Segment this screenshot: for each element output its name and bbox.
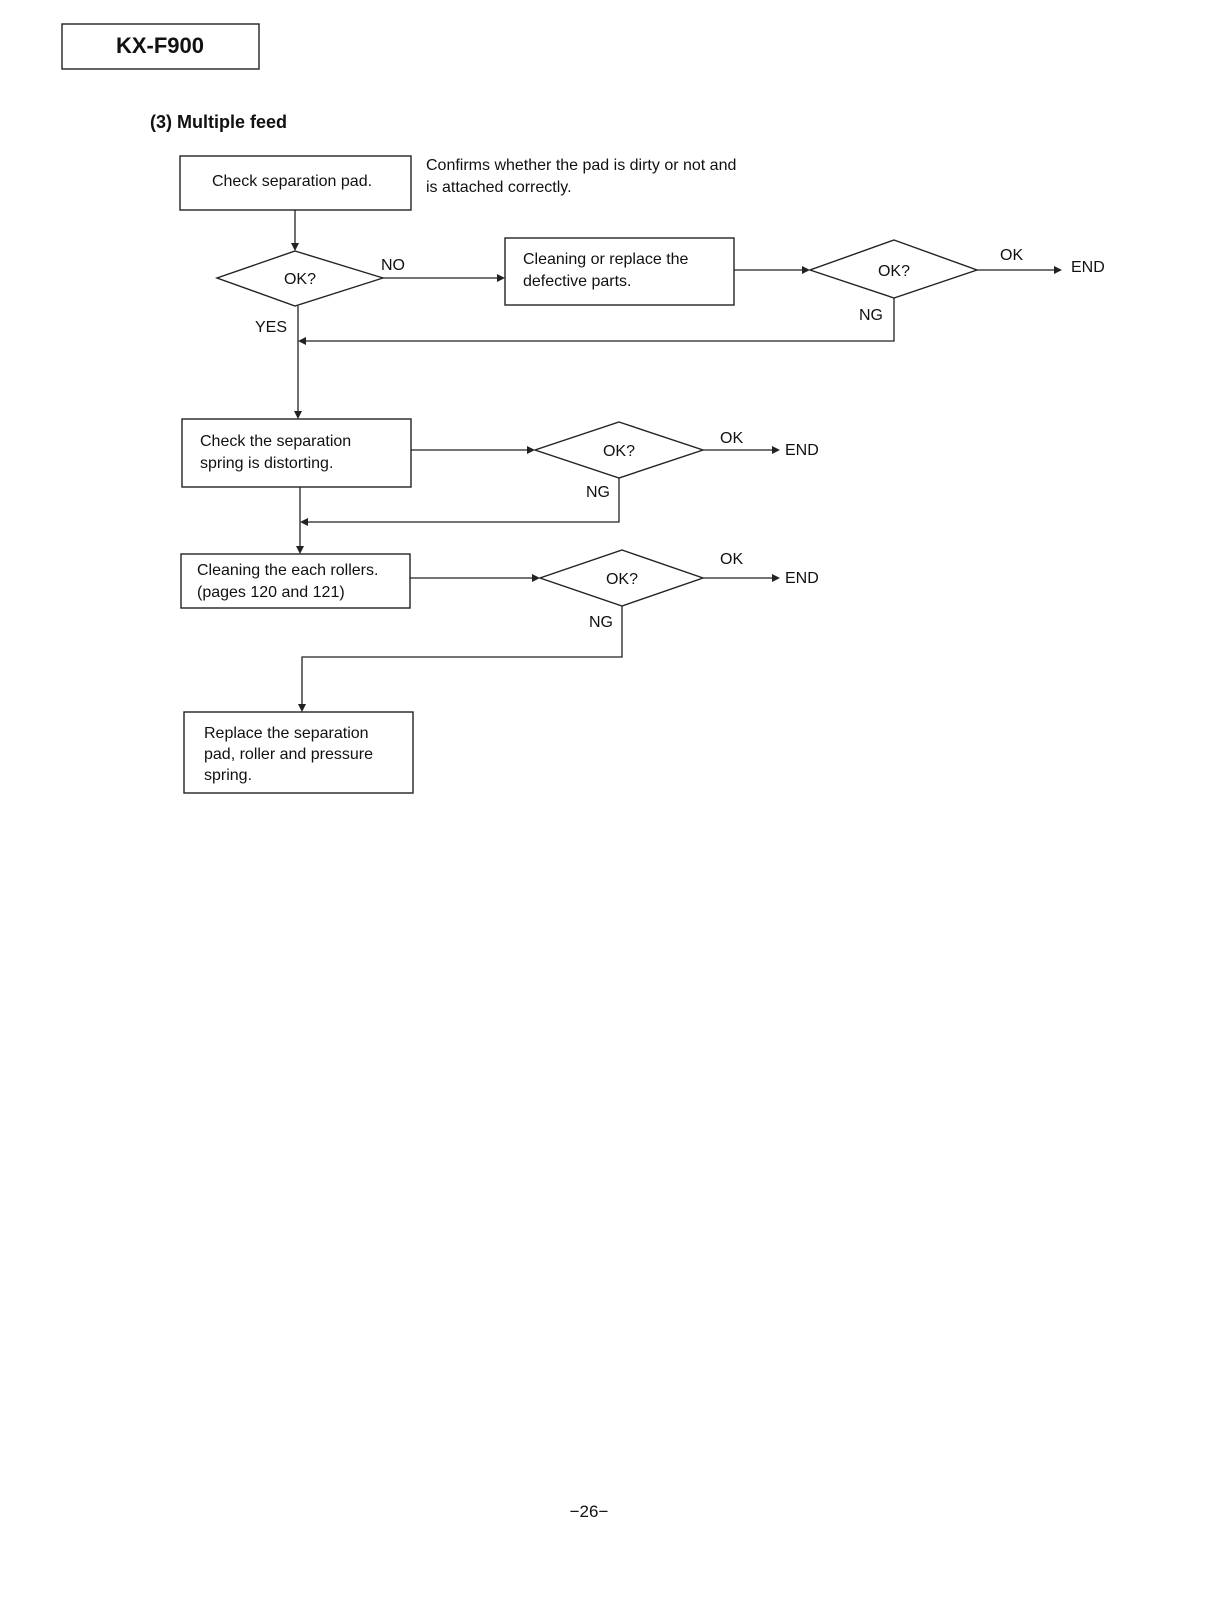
check-spring-line-1: Check the separation xyxy=(200,433,351,450)
decision-3-label: OK? xyxy=(603,443,635,460)
arrowhead xyxy=(532,574,540,582)
cleaning-replace-line-1: Cleaning or replace the xyxy=(523,251,689,268)
decision-1-diamond xyxy=(214,250,386,307)
model-box xyxy=(61,23,260,70)
arrowhead xyxy=(1054,266,1062,274)
replace-line-3: spring. xyxy=(204,767,252,784)
ng-label-1: NG xyxy=(859,307,883,324)
model-label: KX-F900 xyxy=(116,33,204,58)
cleaning-replace-line-2: defective parts. xyxy=(523,273,632,290)
arrowhead xyxy=(772,446,780,454)
ng-label-2: NG xyxy=(586,484,610,501)
end-label-2: END xyxy=(785,442,819,459)
arrowhead xyxy=(298,704,306,712)
arrowhead xyxy=(497,274,505,282)
no-label: NO xyxy=(381,257,405,274)
check-spring-box xyxy=(181,418,412,488)
page-number: −26− xyxy=(570,1502,609,1521)
arrowhead xyxy=(527,446,535,454)
check-pad-box xyxy=(179,155,412,211)
cleaning-rollers-box xyxy=(180,553,411,609)
end-label-1: END xyxy=(1071,259,1105,276)
ok-label-2: OK xyxy=(720,430,743,447)
check-spring-line-2: spring is distorting. xyxy=(200,455,333,472)
arrowhead xyxy=(772,574,780,582)
connector xyxy=(301,606,623,704)
replace-line-2: pad, roller and pressure xyxy=(204,746,373,763)
section-title: (3) Multiple feed xyxy=(150,112,287,132)
ng-label-3: NG xyxy=(589,614,613,631)
decision-1-label: OK? xyxy=(284,271,316,288)
decision-2-label: OK? xyxy=(878,263,910,280)
arrowhead xyxy=(300,518,308,526)
cleaning-replace-box xyxy=(504,237,735,306)
yes-label: YES xyxy=(255,319,287,336)
arrowhead xyxy=(298,337,306,345)
ok-label-1: OK xyxy=(1000,247,1023,264)
arrowhead xyxy=(296,546,304,554)
connector xyxy=(306,298,895,342)
replace-line-1: Replace the separation xyxy=(204,725,369,742)
cleaning-rollers-line-2: (pages 120 and 121) xyxy=(197,584,345,601)
cleaning-rollers-line-1: Cleaning the each rollers. xyxy=(197,562,378,579)
check-pad-label: Check separation pad. xyxy=(212,173,372,190)
decision-4-label: OK? xyxy=(606,571,638,588)
connector xyxy=(308,478,620,523)
replace-box xyxy=(183,711,414,794)
arrowhead xyxy=(294,411,302,419)
end-label-3: END xyxy=(785,570,819,587)
ok-label-3: OK xyxy=(720,551,743,568)
note-line-2: is attached correctly. xyxy=(426,179,572,196)
arrowhead xyxy=(291,243,299,251)
note-line-1: Confirms whether the pad is dirty or not… xyxy=(426,157,736,174)
arrowhead xyxy=(802,266,810,274)
